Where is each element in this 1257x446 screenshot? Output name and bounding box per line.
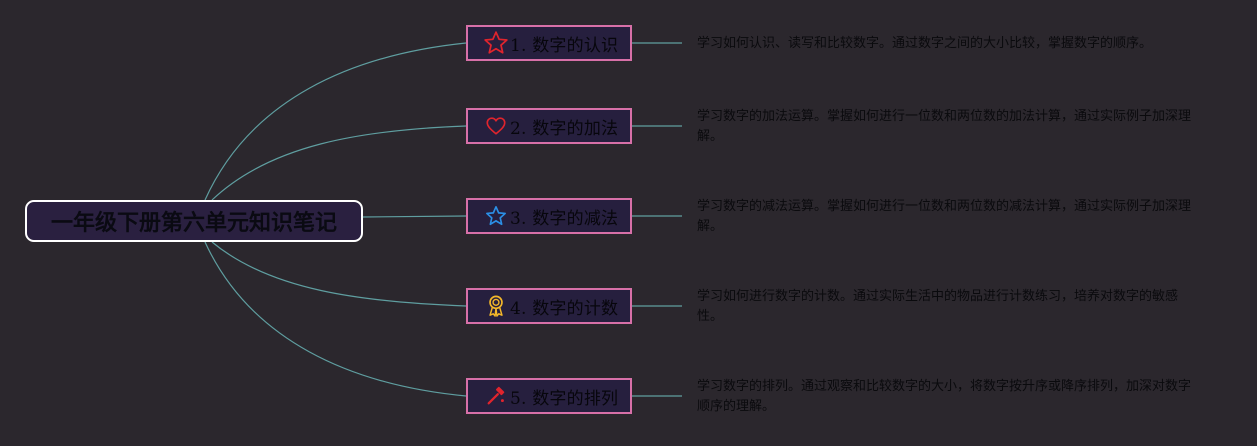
connector-root-topic-1 xyxy=(204,42,467,201)
star-outline-icon xyxy=(483,30,509,56)
note-text-2: 学习数字的加法运算。掌握如何进行一位数和两位数的加法计算，通过实际例子加深理解。 xyxy=(697,109,1192,144)
star-outline-icon xyxy=(483,203,509,229)
topic-node-2[interactable]: 2. 数字的加法 xyxy=(466,108,632,144)
connector-root-topic-5 xyxy=(204,241,467,397)
topic-node-1[interactable]: 1. 数字的认识 xyxy=(466,25,632,61)
topic-label-3: 3. 数字的减法 xyxy=(510,208,619,229)
topic-label-2: 2. 数字的加法 xyxy=(510,118,619,139)
topic-node-3[interactable]: 3. 数字的减法 xyxy=(466,198,632,234)
note-text-4: 学习如何进行数字的计数。通过实际生活中的物品进行计数练习，培养对数字的敏感性。 xyxy=(697,289,1179,324)
topic-label-1: 1. 数字的认识 xyxy=(510,35,619,56)
topic-node-5[interactable]: 5. 数字的排列 xyxy=(466,378,632,414)
connector-root-topic-2 xyxy=(211,125,467,201)
connector-root-topic-3 xyxy=(362,215,467,218)
heart-outline-icon xyxy=(483,113,509,139)
note-text-3: 学习数字的减法运算。掌握如何进行一位数和两位数的减法计算，通过实际例子加深理解。 xyxy=(697,199,1192,234)
topic-label-5: 5. 数字的排列 xyxy=(510,388,619,409)
topic-label-4: 4. 数字的计数 xyxy=(510,298,619,319)
connector-root-topic-4 xyxy=(211,241,467,307)
note-text-5: 学习数字的排列。通过观察和比较数字的大小，将数字按升序或降序排列，加深对数字顺序… xyxy=(697,379,1192,414)
award-ribbon-icon xyxy=(483,293,509,319)
hammer-icon xyxy=(483,383,509,409)
topic-node-4[interactable]: 4. 数字的计数 xyxy=(466,288,632,324)
root-node[interactable]: 一年级下册第六单元知识笔记 xyxy=(25,200,363,242)
note-text-1: 学习如何认识、读写和比较数字。通过数字之间的大小比较，掌握数字的顺序。 xyxy=(697,36,1153,51)
